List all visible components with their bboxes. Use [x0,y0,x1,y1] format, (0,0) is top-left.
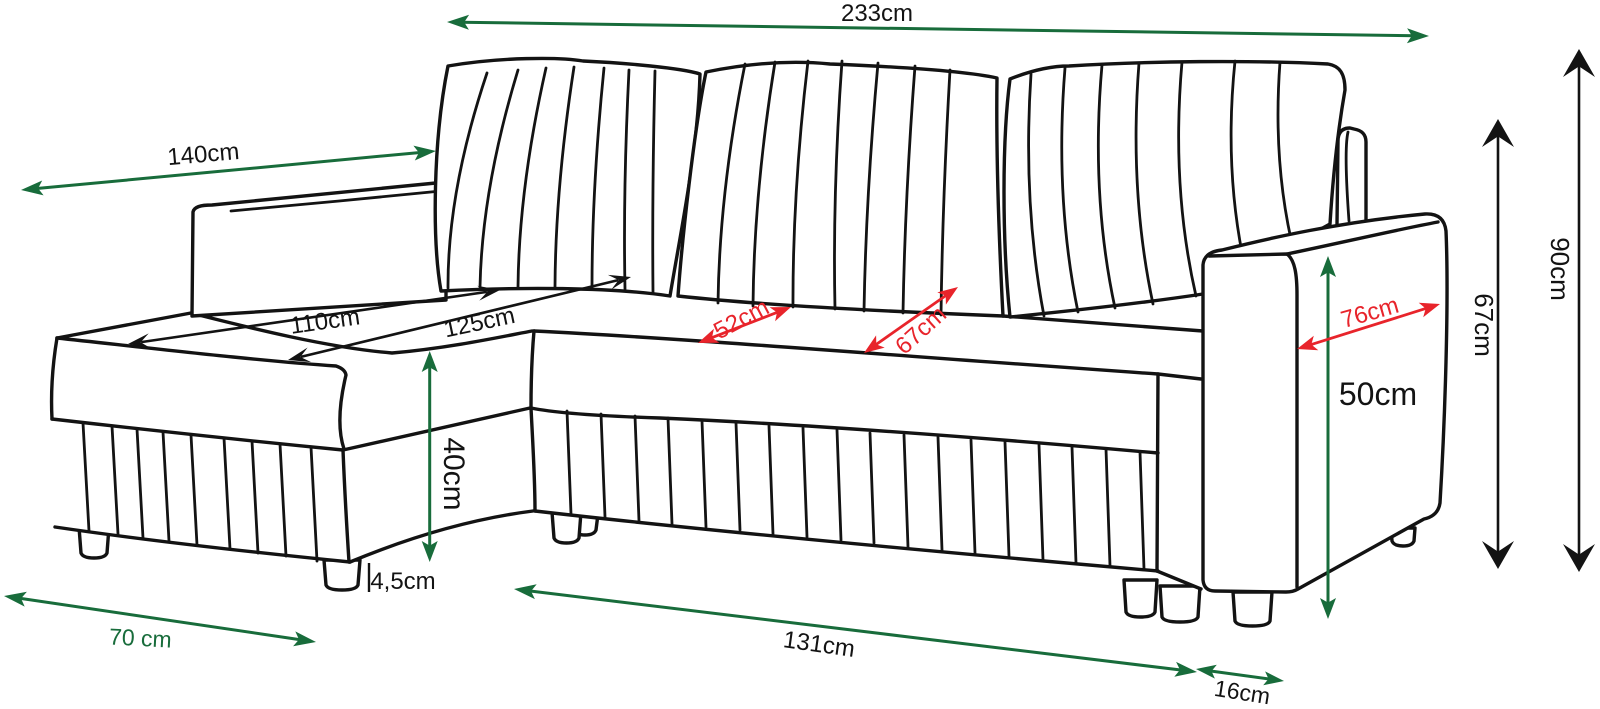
svg-text:67cm: 67cm [1469,293,1499,357]
svg-text:4,5cm: 4,5cm [370,568,435,595]
svg-text:90cm: 90cm [1545,237,1575,301]
svg-text:233cm: 233cm [841,0,913,27]
svg-text:40cm: 40cm [437,437,470,510]
svg-text:50cm: 50cm [1339,376,1417,412]
svg-text:70 cm: 70 cm [108,623,172,652]
svg-text:140cm: 140cm [166,138,240,171]
